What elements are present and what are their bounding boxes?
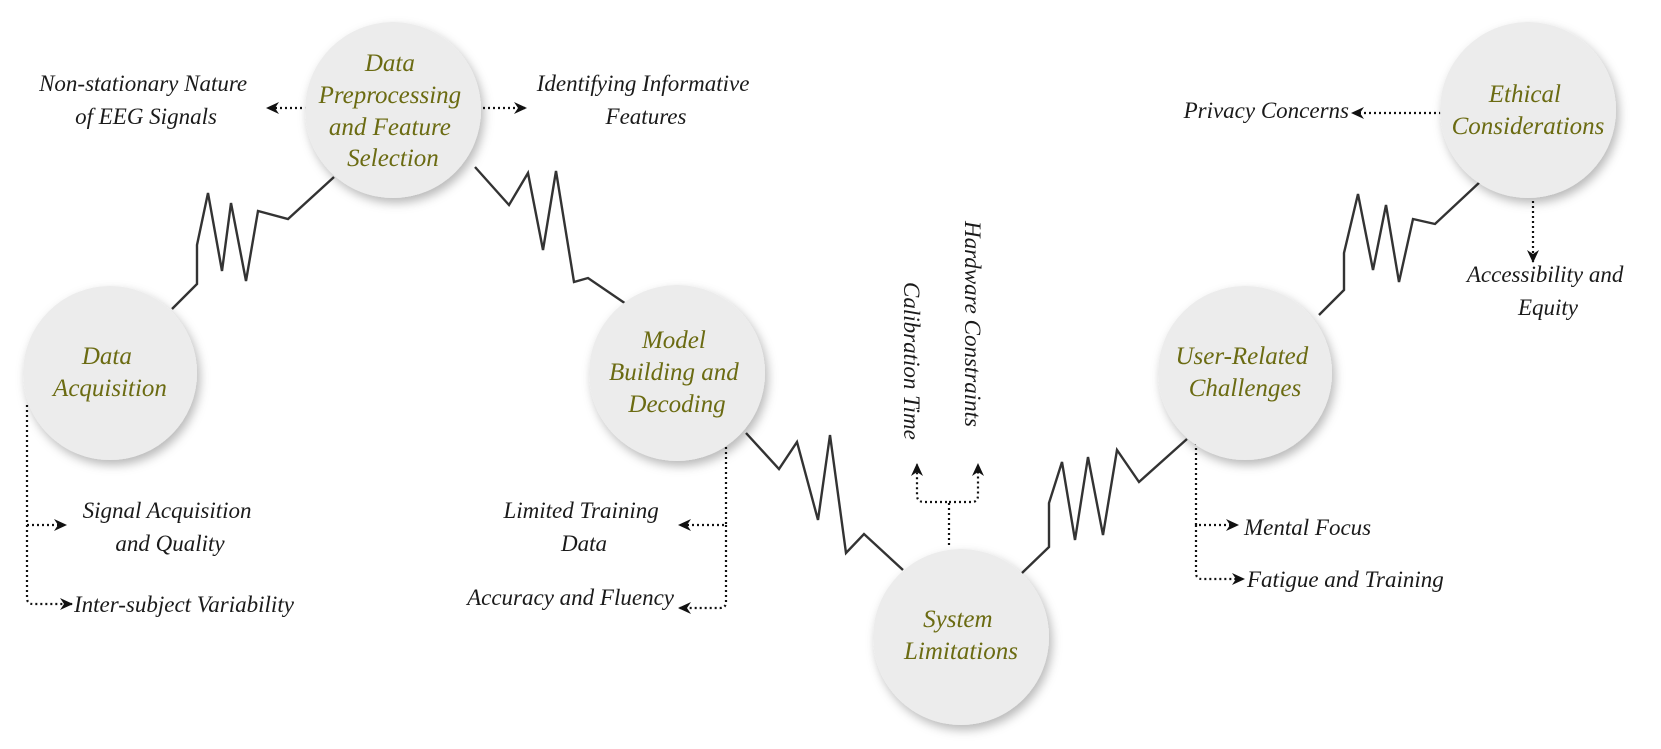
node-label: Data Acquisition — [51, 343, 167, 402]
node-user-related-challenges: User-Related Challenges — [1158, 286, 1332, 460]
label-hardware-constraints: Hardware Constraints — [960, 220, 985, 427]
label-privacy-concerns: Privacy Concerns — [1183, 98, 1349, 123]
node-label: User-Related Challenges — [1175, 343, 1314, 402]
label-accuracy-fluency: Accuracy and Fluency — [465, 585, 675, 610]
node-label: Data Preprocessing and Feature Selection — [318, 50, 468, 172]
node-data-preprocessing: Data Preprocessing and Feature Selection — [305, 22, 481, 198]
node-circle — [589, 285, 765, 461]
spring-model-system — [745, 432, 904, 571]
spring-connectors — [171, 166, 1482, 574]
label-fatigue-training: Fatigue and Training — [1246, 567, 1444, 592]
label-inter-subject-variability: Inter-subject Variability — [73, 592, 295, 617]
node-circle — [23, 286, 197, 460]
dotted-connectors — [25, 102, 1539, 614]
label-identifying-features: Identifying Informative Features — [536, 71, 755, 129]
node-circle — [873, 549, 1049, 725]
spring-user-ethical — [1318, 180, 1482, 316]
spring-system-user — [1021, 438, 1188, 574]
label-accessibility-equity: Accessibility and Equity — [1465, 262, 1629, 320]
node-data-acquisition: Data Acquisition — [23, 286, 197, 460]
spring-preprocessing-model — [474, 166, 630, 307]
node-circle — [1158, 286, 1332, 460]
node-ethical-considerations: Ethical Considerations — [1440, 22, 1616, 198]
label-signal-acquisition-quality: Signal Acquisition and Quality — [83, 498, 258, 556]
node-system-limitations: System Limitations — [873, 549, 1049, 725]
label-limited-training-data: Limited Training Data — [502, 498, 664, 556]
node-label: Ethical Considerations — [1452, 81, 1605, 140]
node-model-building: Model Building and Decoding — [589, 285, 765, 461]
node-circle — [1440, 22, 1616, 198]
node-label: Model Building and Decoding — [609, 327, 745, 418]
spring-acquisition-preprocessing — [171, 176, 335, 310]
label-non-stationary-eeg: Non-stationary Nature of EEG Signals — [38, 71, 253, 129]
label-calibration-time: Calibration Time — [899, 282, 924, 440]
node-label: System Limitations — [903, 606, 1018, 665]
label-mental-focus: Mental Focus — [1243, 515, 1371, 540]
node-circle — [305, 22, 481, 198]
